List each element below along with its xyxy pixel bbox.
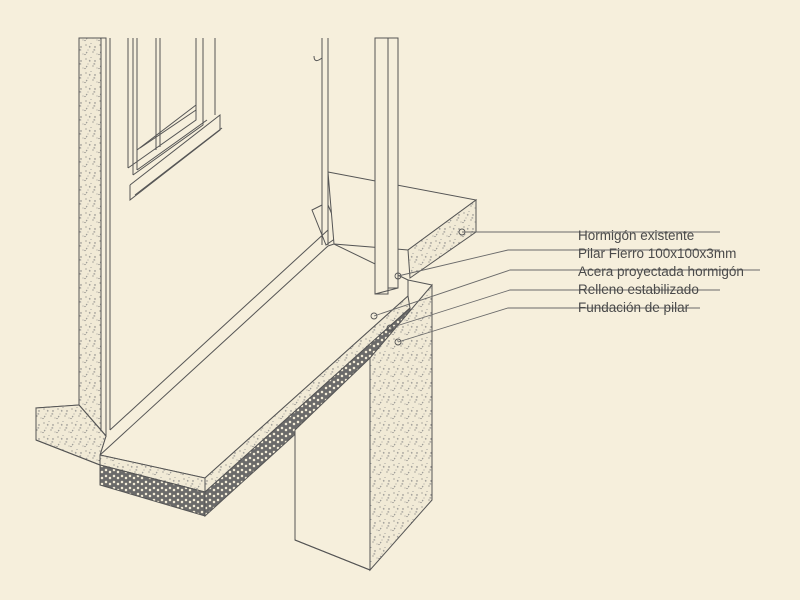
steel-pillar xyxy=(374,37,399,295)
callout-label-existing-concrete: Hormigón existente xyxy=(578,228,694,243)
callout-marker-5 xyxy=(394,338,402,346)
existing-concrete-slab xyxy=(327,171,478,279)
callout-label-pillar-foundation: Fundación de pilar xyxy=(578,300,690,315)
callout-label-projected-sidewalk: Acera proyectada hormigón xyxy=(578,264,744,279)
callout-label-stabilized-fill: Relleno estabilizado xyxy=(578,282,699,297)
callout-marker-3 xyxy=(370,312,378,320)
wall-footing xyxy=(35,404,107,466)
window-frame xyxy=(127,38,223,202)
pillar-foundation xyxy=(294,279,433,572)
projected-sidewalk xyxy=(98,229,411,518)
callout-marker-2 xyxy=(394,272,402,280)
callout-labels: Hormigón existente Pilar Fierro 100x100x… xyxy=(578,228,744,315)
existing-wall xyxy=(78,37,111,438)
callout-marker-4 xyxy=(386,324,394,332)
callout-label-steel-pillar: Pilar Fierro 100x100x3mm xyxy=(578,246,736,261)
callout-leaders xyxy=(370,228,760,346)
